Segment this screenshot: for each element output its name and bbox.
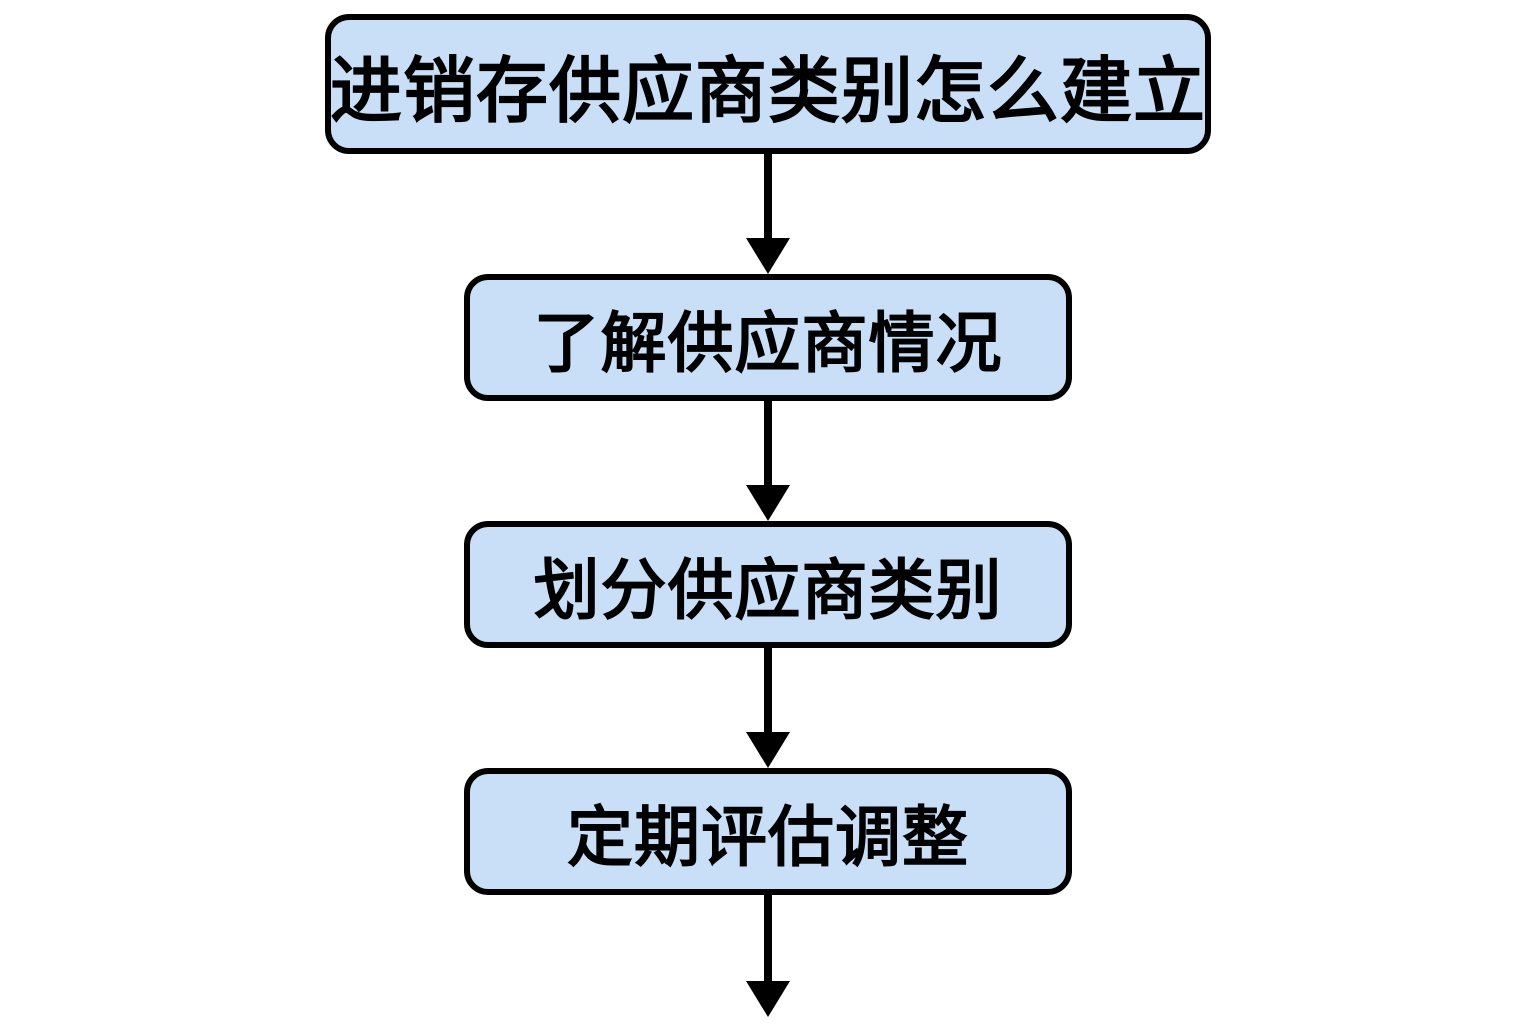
flowchart: 进销存供应商类别怎么建立了解供应商情况划分供应商类别定期评估调整 (0, 14, 1536, 1017)
down-arrow-end-icon (746, 895, 790, 1017)
down-arrow-connector-icon (746, 648, 790, 768)
arrow-shaft (764, 648, 772, 732)
flow-node-1: 了解供应商情况 (464, 274, 1072, 401)
flow-node-2: 划分供应商类别 (464, 521, 1072, 648)
flow-node-label: 了解供应商情况 (533, 305, 1003, 380)
arrow-shaft (764, 895, 772, 981)
flow-node-0: 进销存供应商类别怎么建立 (325, 14, 1211, 154)
arrow-head (746, 238, 790, 274)
flow-node-3: 定期评估调整 (464, 768, 1072, 895)
arrow-head (746, 732, 790, 768)
flow-node-label: 定期评估调整 (567, 799, 969, 874)
arrow-shaft (764, 401, 772, 485)
down-arrow-connector-icon (746, 154, 790, 274)
flow-node-label: 划分供应商类别 (533, 552, 1003, 627)
flow-node-label: 进销存供应商类别怎么建立 (330, 51, 1207, 132)
arrow-head (746, 485, 790, 521)
arrow-head (746, 981, 790, 1017)
down-arrow-connector-icon (746, 401, 790, 521)
arrow-shaft (764, 154, 772, 238)
